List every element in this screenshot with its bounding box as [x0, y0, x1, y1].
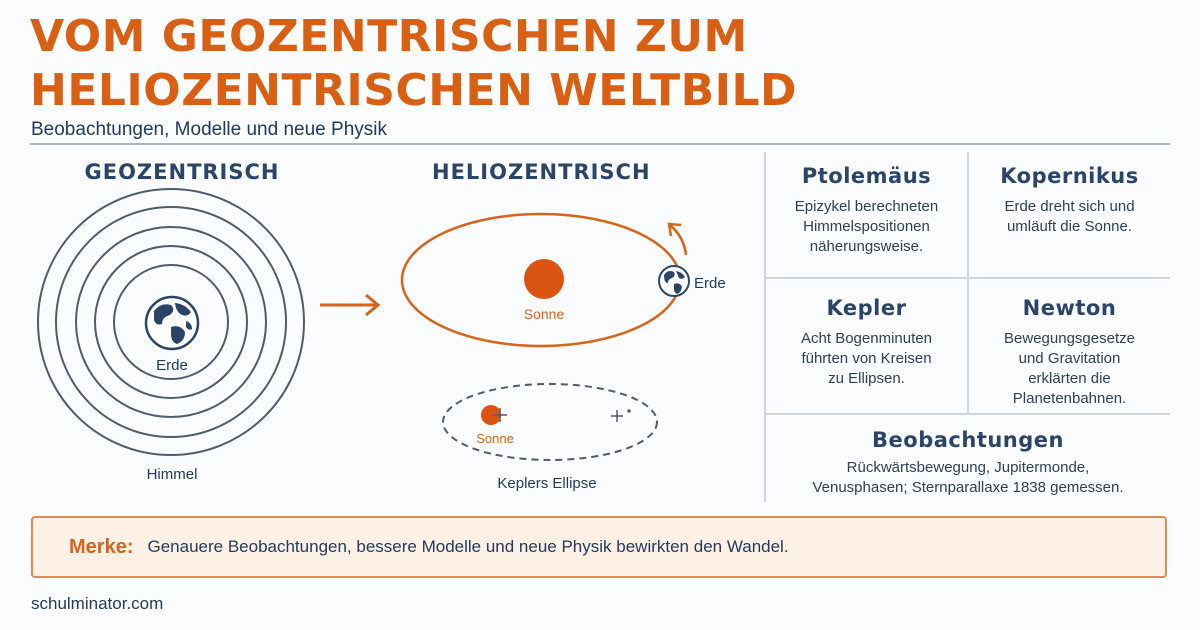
card-beobachtungen: Beobachtungen Rückwärtsbewegung, Jupiter… [766, 428, 1170, 498]
arrow-right-icon [320, 293, 381, 317]
curved-arrow-icon [667, 222, 688, 256]
globe-icon [144, 295, 200, 351]
footer-site: schulminator.com [31, 594, 164, 613]
focus-marker-2 [611, 409, 631, 422]
grid-line-row-2 [764, 413, 1170, 415]
page-subtitle: Beobachtungen, Modelle und neue Physik [31, 119, 387, 140]
card-newton: Newton Bewegungsgesetze und Gravitation … [969, 296, 1170, 409]
geo-orbit-ring-3 [75, 226, 267, 418]
merke-label: Merke: [69, 535, 134, 558]
card-kepler: Kepler Acht Bogenminuten führten von Kre… [766, 296, 967, 389]
card-line: näherungsweise. [809, 238, 924, 255]
page-title: Vom geozentrischen zum heliozentrischen … [30, 10, 1030, 118]
card-line: Venusphasen; Sternparallaxe 1838 gemesse… [812, 479, 1124, 496]
card-text: Acht Bogenminuten führten von Kreisen zu… [766, 329, 967, 389]
grid-line-middle [967, 152, 969, 414]
card-line: Planetenbahnen. [1012, 390, 1127, 407]
card-line: zu Ellipsen. [828, 370, 905, 387]
card-line: Epizykel berechneten [794, 198, 939, 215]
geo-sky-label: Himmel [146, 466, 198, 483]
sun-icon [524, 259, 564, 299]
card-line: Rückwärtsbewegung, Jupitermonde, [846, 459, 1090, 476]
helio-sun-label: Sonne [523, 306, 565, 322]
card-title: Beobachtungen [872, 428, 1064, 452]
geo-orbit-ring-4 [55, 206, 287, 438]
focus-marker-1 [493, 408, 507, 422]
geo-diagram [37, 188, 305, 456]
card-line: umläuft die Sonne. [1006, 218, 1133, 235]
kepler-ellipse-caption: Keplers Ellipse [497, 475, 597, 492]
helio-heading: Heliozentrisch [432, 160, 651, 184]
geo-heading: Geozentrisch [84, 160, 280, 184]
card-line: führten von Kreisen [801, 350, 932, 367]
merke-text: Genauere Beobachtungen, bessere Modelle … [147, 537, 789, 556]
title-line-1: Vom geozentrischen zum [30, 11, 748, 62]
card-title: Ptolemäus [801, 164, 932, 188]
merke-callout: Merke: Genauere Beobachtungen, bessere M… [31, 516, 1167, 578]
geo-orbit-ring-2 [94, 245, 248, 399]
card-kopernikus: Kopernikus Erde dreht sich und umläuft d… [969, 164, 1170, 237]
geo-orbit-ring-5 [37, 188, 305, 456]
card-line: Acht Bogenminuten [801, 330, 932, 347]
card-title: Kopernikus [1000, 164, 1139, 188]
card-title: Kepler [826, 296, 907, 320]
ellipse-sun-label: Sonne [476, 431, 514, 446]
card-line: Bewegungsgesetze [1004, 330, 1135, 347]
info-cards-grid: Ptolemäus Epizykel berechneten Himmelspo… [764, 152, 1170, 502]
card-line: Himmelspositionen [803, 218, 930, 235]
geo-earth-label: Erde [156, 357, 188, 374]
card-text: Erde dreht sich und umläuft die Sonne. [969, 197, 1170, 237]
card-line: erklärten die [1028, 370, 1111, 387]
ellipse-sun-icon [481, 405, 501, 425]
title-line-2: heliozentrischen Weltbild [30, 65, 798, 116]
card-line: Erde dreht sich und [1004, 198, 1135, 215]
globe-icon [658, 265, 690, 297]
grid-line-left [764, 152, 766, 502]
card-title: Newton [1022, 296, 1117, 320]
kepler-ellipse-diagram [442, 383, 658, 461]
card-line: und Gravitation [1018, 350, 1121, 367]
helio-diagram [400, 212, 690, 348]
helio-earth-label: Erde [694, 275, 726, 292]
card-ptolemaeus: Ptolemäus Epizykel berechneten Himmelspo… [766, 164, 967, 257]
card-text: Bewegungsgesetze und Gravitation erklärt… [969, 329, 1170, 409]
geo-orbit-ring-1 [113, 264, 229, 380]
card-text: Rückwärtsbewegung, Jupitermonde, Venusph… [766, 458, 1170, 498]
grid-line-row-1 [764, 277, 1170, 279]
header-divider [30, 143, 1170, 145]
kepler-ellipse [442, 383, 658, 461]
card-text: Epizykel berechneten Himmelspositionen n… [766, 197, 967, 257]
